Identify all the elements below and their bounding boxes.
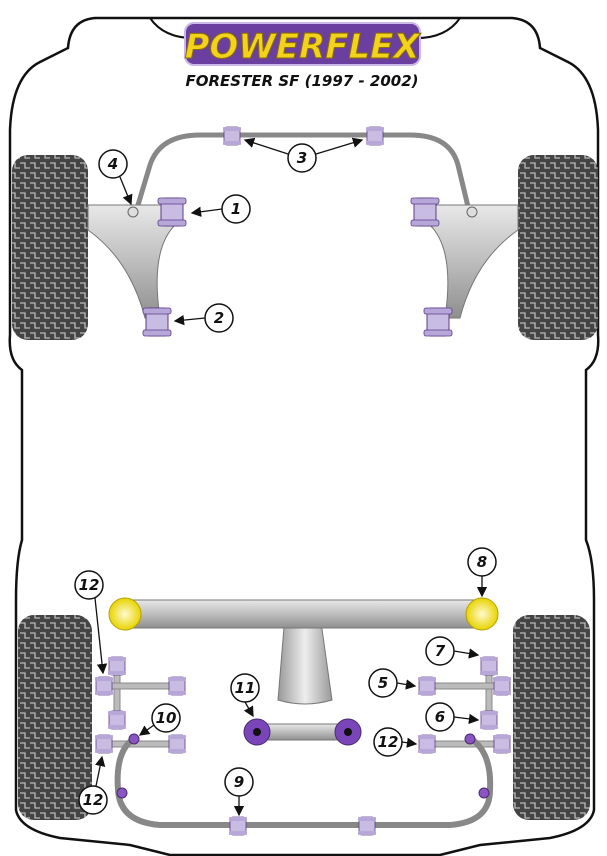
bush-9-left: [228, 816, 248, 836]
bush-2-right: [423, 307, 453, 337]
callout-circle: [151, 703, 181, 733]
bush-7-left: [107, 656, 127, 676]
callout-c12c[interactable]: 12: [373, 727, 403, 757]
bush-10-right: [464, 733, 476, 745]
callout-label: 6: [435, 708, 445, 726]
rear-diff-mount: [277, 614, 333, 705]
callout-c10[interactable]: 10: [151, 703, 181, 733]
callout-label: 12: [378, 733, 399, 751]
callout-label: 10: [156, 709, 177, 727]
callout-circle: [74, 570, 104, 600]
callout-c3[interactable]: 3: [287, 143, 317, 173]
callout-label: 2: [214, 309, 224, 327]
bush-10-left: [128, 733, 140, 745]
callout-c1[interactable]: 1: [221, 194, 251, 224]
svg-text:POWERFLEX: POWERFLEX: [184, 27, 421, 67]
callout-circle: [224, 767, 254, 797]
callout-circle: [373, 727, 403, 757]
drop-link-4-left: [127, 206, 139, 218]
callout-c9[interactable]: 9: [224, 767, 254, 797]
callout-circle: [467, 547, 497, 577]
drop-link-4-right: [466, 206, 478, 218]
callout-circle: [98, 149, 128, 179]
callout-label: 9: [234, 773, 244, 791]
callout-label: 5: [378, 674, 388, 692]
callout-circle: [425, 636, 455, 666]
callout-c12b[interactable]: 12: [78, 785, 108, 815]
callout-c5[interactable]: 5: [368, 668, 398, 698]
callout-c4[interactable]: 4: [98, 149, 128, 179]
callout-label: 7: [435, 642, 446, 660]
bush-8-left: [108, 597, 142, 631]
callout-circle: [221, 194, 251, 224]
callout-c11[interactable]: 11: [230, 673, 260, 703]
callout-label: 4: [107, 155, 118, 173]
callout-c7[interactable]: 7: [425, 636, 455, 666]
callout-label: 12: [83, 791, 104, 809]
bush-5-right-outer: [492, 676, 512, 696]
bush-8-right: [465, 597, 499, 631]
callout-c2[interactable]: 2: [204, 303, 234, 333]
callout-circle: [204, 303, 234, 333]
callout-c12a[interactable]: 12: [74, 570, 104, 600]
bush-5-right: [417, 676, 437, 696]
callout-label: 1: [231, 200, 241, 218]
callout-label: 3: [297, 149, 307, 167]
callout-circle: [230, 673, 260, 703]
bush-2-left: [142, 307, 172, 337]
bush-3-left: [222, 126, 242, 146]
bush-3-right: [365, 126, 385, 146]
callout-circle: [368, 668, 398, 698]
bush-1-left: [157, 197, 187, 227]
powerflex-logo: POWERFLEX: [184, 22, 422, 68]
tire-rear-right: [513, 615, 590, 820]
callout-c6[interactable]: 6: [425, 702, 455, 732]
model-title: FORESTER SF (1997 - 2002): [186, 72, 419, 90]
bush-12-left-lower: [94, 734, 114, 754]
bush-12-left-upper: [94, 676, 114, 696]
callout-circle: [287, 143, 317, 173]
bush-6-left: [107, 710, 127, 730]
tire-rear-left: [18, 615, 92, 820]
callout-circle: [78, 785, 108, 815]
rear-crossmember: [124, 599, 486, 629]
bush-7-right: [479, 656, 499, 676]
bush-5b-left-inner: [167, 734, 187, 754]
bush-6-right: [479, 710, 499, 730]
bush-12-right: [417, 734, 437, 754]
callout-c8[interactable]: 8: [467, 547, 497, 577]
tire-front-right: [518, 155, 598, 340]
rear-anti-roll-bar: [114, 735, 494, 828]
callout-label: 8: [477, 553, 487, 571]
tire-front-left: [12, 155, 88, 340]
bush-1-right: [410, 197, 440, 227]
callout-label: 12: [79, 576, 100, 594]
bush-12-right-outer: [492, 734, 512, 754]
front-anti-roll-bar: [132, 132, 473, 216]
bush-9-right: [357, 816, 377, 836]
callout-label: 11: [235, 679, 256, 697]
bush-5-left-inner: [167, 676, 187, 696]
callout-circle: [425, 702, 455, 732]
